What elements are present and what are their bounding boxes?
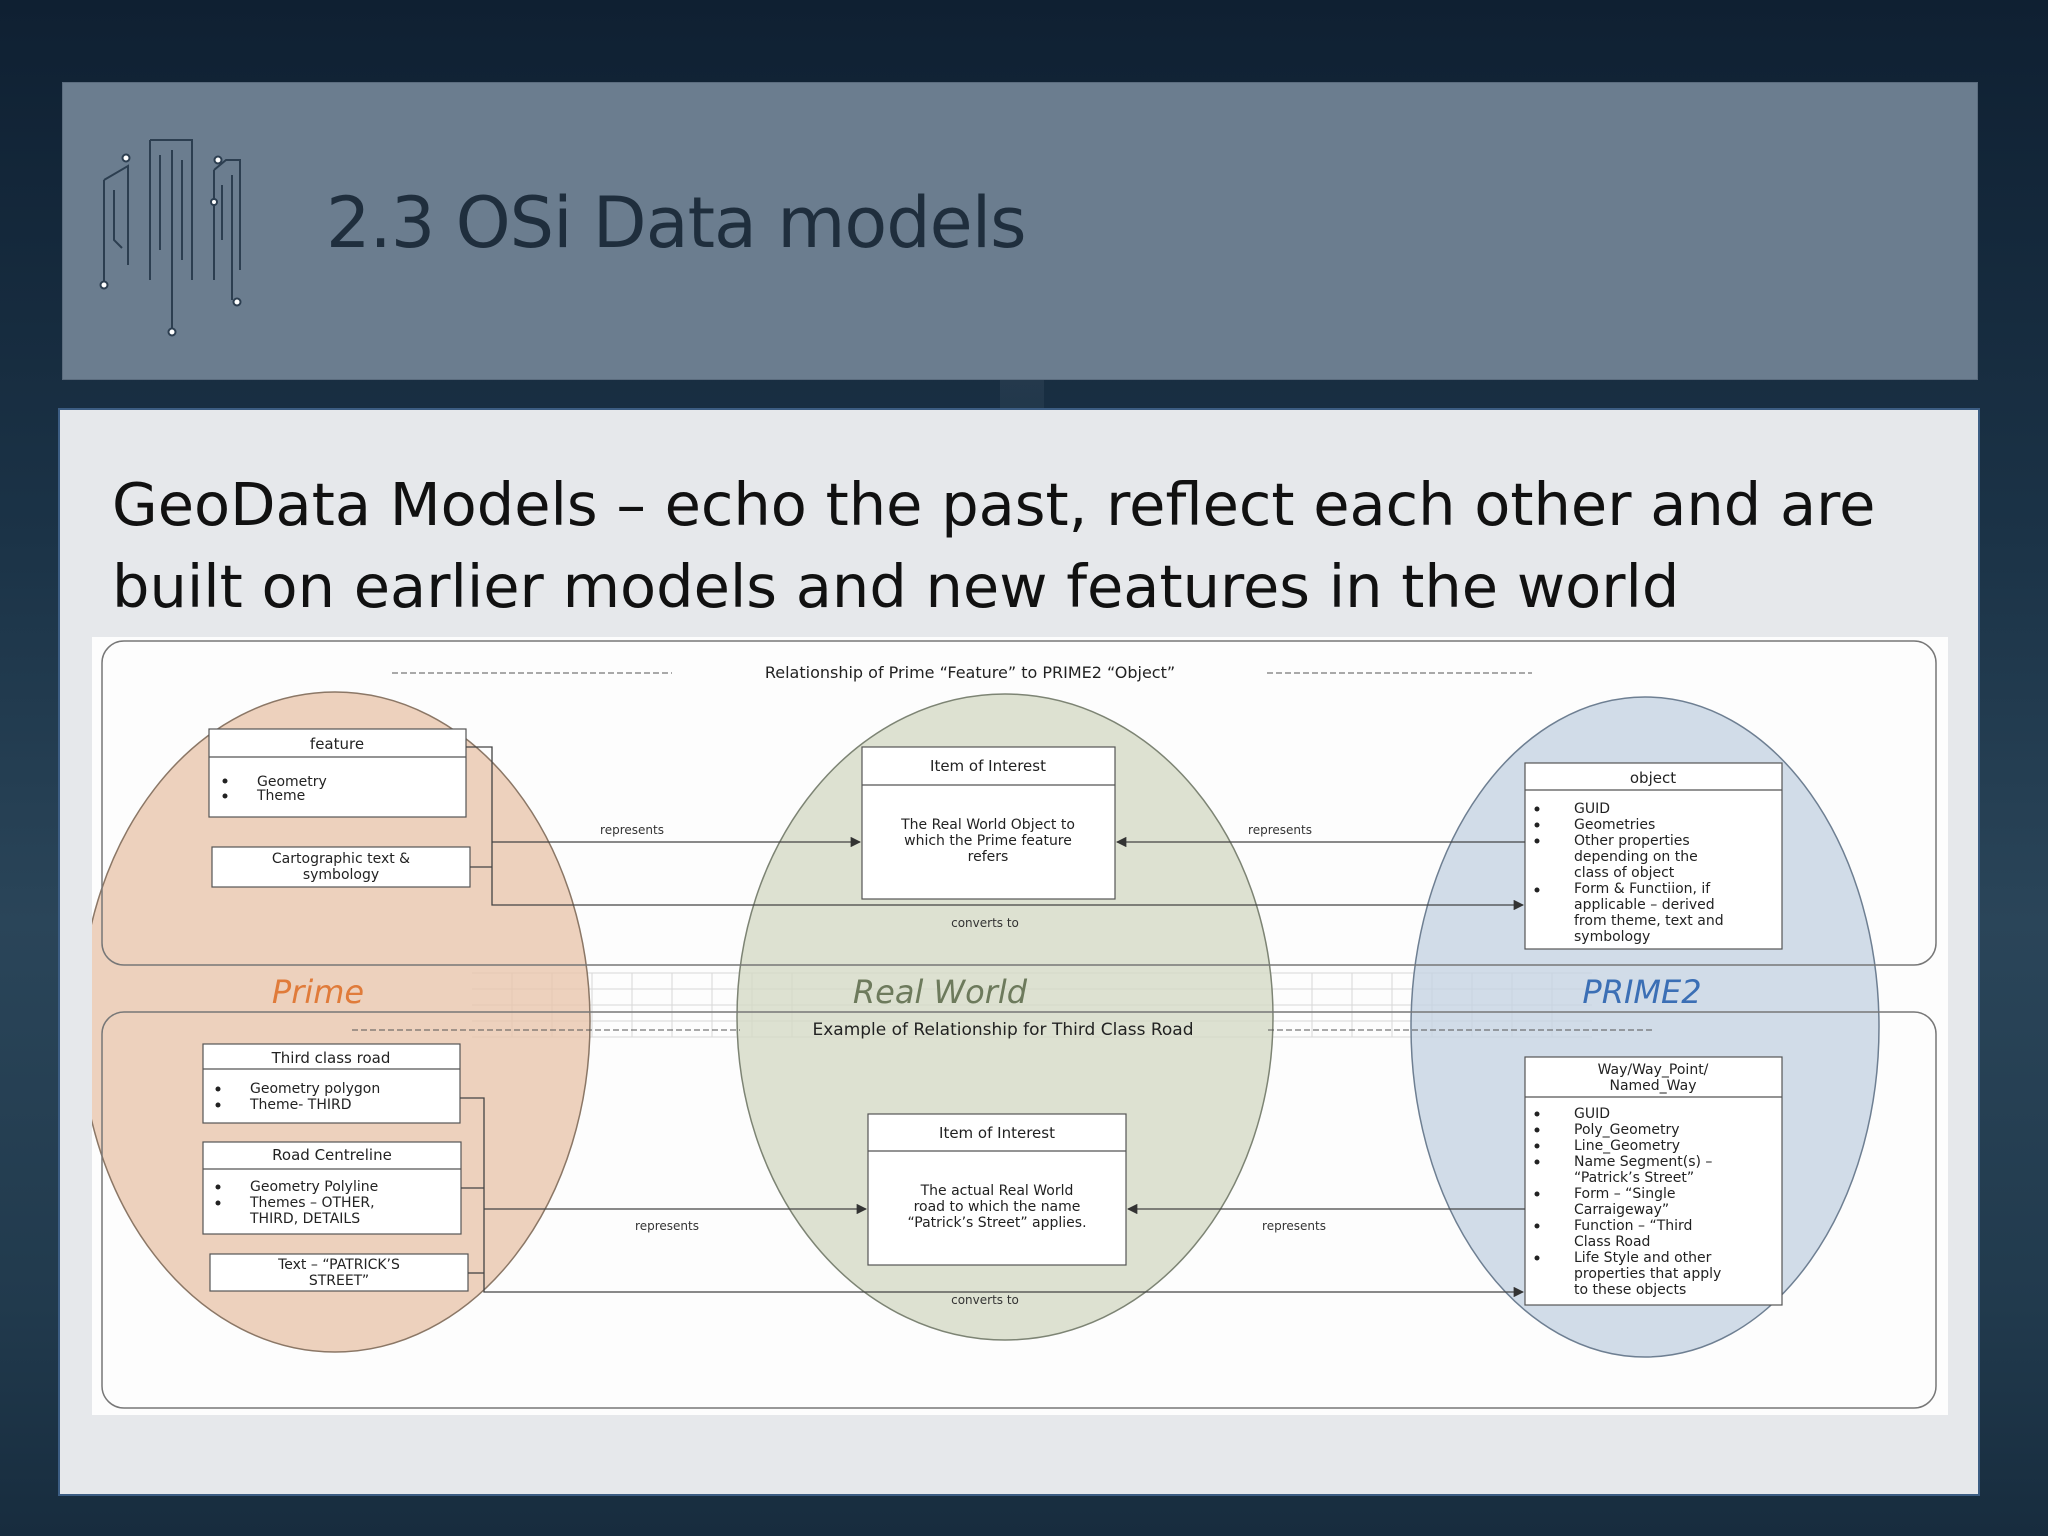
way-item-poly: Poly_Geometry xyxy=(1574,1122,1680,1138)
way-item-name-2: “Patrick’s Street” xyxy=(1574,1170,1694,1186)
feature-item-geometry: Geometry xyxy=(257,774,327,790)
third-class-title: Third class road xyxy=(271,1049,391,1067)
object-item-other-2: depending on the xyxy=(1574,849,1698,865)
cartographic-line-2: symbology xyxy=(303,867,379,883)
slide-title: 2.3 OSi Data models xyxy=(326,182,1027,264)
way-item-function-2: Class Road xyxy=(1574,1234,1650,1250)
third-class-item-2: Theme- THIRD xyxy=(249,1097,352,1113)
diagram: Relationship of Prime “Feature” to PRIME… xyxy=(79,637,1948,1415)
bottom-connectors xyxy=(460,1097,1525,1298)
object-box-title: object xyxy=(1630,769,1676,787)
bottom-converts-to: converts to xyxy=(951,1293,1019,1307)
top-interest-line-3: refers xyxy=(968,849,1009,865)
way-title-1: Way/Way_Point/ xyxy=(1598,1062,1709,1078)
bottom-section-title: Example of Relationship for Third Class … xyxy=(812,1020,1193,1040)
bottom-interest-line-3: “Patrick’s Street” applies. xyxy=(907,1215,1086,1231)
centreline-box: Road Centreline Geometry Polyline Themes… xyxy=(202,1141,462,1235)
feature-item-theme: Theme xyxy=(256,788,305,804)
text-box-line-1: Text – “PATRICK’S xyxy=(277,1257,400,1273)
feature-box: feature Geometry Theme xyxy=(208,728,467,818)
real-world-label: Real World xyxy=(853,973,1028,1011)
way-item-life-1: Life Style and other xyxy=(1574,1250,1712,1266)
third-class-box: Third class road Geometry polygon Theme-… xyxy=(202,1043,461,1124)
top-converts-to: converts to xyxy=(951,916,1019,930)
object-item-other-3: class of object xyxy=(1574,865,1675,881)
city-circuit-icon xyxy=(92,130,262,345)
bottom-interest-title: Item of Interest xyxy=(939,1124,1055,1142)
top-connectors xyxy=(466,746,1525,911)
prime2-label: PRIME2 xyxy=(1582,973,1701,1011)
prime-label: Prime xyxy=(272,973,364,1011)
bottom-interest-line-2: road to which the name xyxy=(914,1199,1081,1215)
top-represents-left: represents xyxy=(600,823,664,837)
bottom-interest-box: Item of Interest The actual Real World r… xyxy=(867,1113,1127,1266)
way-item-life-2: properties that apply xyxy=(1574,1266,1721,1282)
top-interest-box: Item of Interest The Real World Object t… xyxy=(861,746,1116,900)
bottom-section-frame xyxy=(101,1011,1937,1409)
object-item-form-3: from theme, text and xyxy=(1574,913,1724,929)
centreline-item-1: Geometry Polyline xyxy=(250,1179,378,1195)
text-box-line-2: STREET” xyxy=(309,1273,369,1289)
top-section-title: Relationship of Prime “Feature” to PRIME… xyxy=(765,663,1175,682)
way-box: Way/Way_Point/ Named_Way GUID Poly_Geome… xyxy=(1524,1056,1783,1306)
object-item-form-4: symbology xyxy=(1574,929,1650,945)
centreline-item-2a: Themes – OTHER, xyxy=(249,1195,375,1211)
top-section-frame xyxy=(101,640,1937,966)
third-class-item-1: Geometry polygon xyxy=(250,1081,380,1097)
way-item-line: Line_Geometry xyxy=(1574,1138,1680,1154)
headline-text: GeoData Models – echo the past, reflect … xyxy=(112,470,1876,621)
centreline-title: Road Centreline xyxy=(272,1146,392,1164)
cartographic-line-1: Cartographic text & xyxy=(272,851,410,867)
top-interest-line-1: The Real World Object to xyxy=(900,817,1075,833)
object-item-form-1: Form & Functiion, if xyxy=(1574,881,1711,897)
title-bar xyxy=(62,82,1978,380)
object-box: object GUID Geometries Other properties … xyxy=(1524,762,1783,950)
text-patricks-box: Text – “PATRICK’S STREET” xyxy=(209,1253,469,1292)
way-item-form-1: Form – “Single xyxy=(1574,1186,1675,1202)
object-item-form-2: applicable – derived xyxy=(1574,897,1715,913)
object-item-guid: GUID xyxy=(1574,801,1610,817)
bottom-represents-left: represents xyxy=(635,1219,699,1233)
bottom-represents-right: represents xyxy=(1262,1219,1326,1233)
way-title-2: Named_Way xyxy=(1609,1078,1696,1094)
way-item-form-2: Carraigeway” xyxy=(1574,1202,1669,1218)
centreline-item-2b: THIRD, DETAILS xyxy=(249,1211,360,1227)
feature-box-title: feature xyxy=(310,735,364,753)
object-item-geometries: Geometries xyxy=(1574,817,1655,833)
object-item-other-1: Other properties xyxy=(1574,833,1690,849)
top-interest-line-2: which the Prime feature xyxy=(904,833,1072,849)
bottom-interest-line-1: The actual Real World xyxy=(920,1183,1074,1199)
way-item-name-1: Name Segment(s) – xyxy=(1574,1154,1712,1170)
top-interest-title: Item of Interest xyxy=(930,757,1046,775)
way-item-function-1: Function – “Third xyxy=(1574,1218,1692,1234)
way-item-life-3: to these objects xyxy=(1574,1282,1686,1298)
cartographic-box: Cartographic text & symbology xyxy=(211,846,471,888)
way-item-guid: GUID xyxy=(1574,1106,1610,1122)
top-represents-right: represents xyxy=(1248,823,1312,837)
